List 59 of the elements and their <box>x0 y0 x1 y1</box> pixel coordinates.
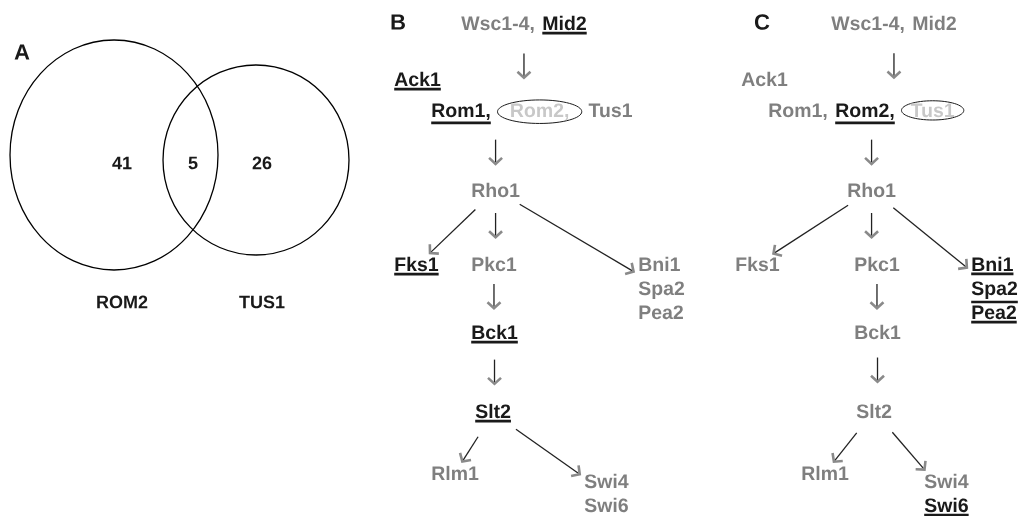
arrow <box>487 358 502 386</box>
gene-label: Fks1 <box>736 256 780 272</box>
gene-label: Slt2 <box>856 403 892 419</box>
gene-label: Rlm1 <box>802 465 849 480</box>
gene-label: Pkc1 <box>855 256 900 272</box>
gene-label: Spa2 <box>638 281 685 300</box>
arrow <box>519 203 636 276</box>
gene-label: Swi4 <box>924 473 969 489</box>
gene-label: Wsc1-4, <box>831 16 904 33</box>
arrow <box>516 52 532 80</box>
arrow <box>892 207 969 271</box>
panel-letter: B <box>391 14 405 30</box>
gene-label: Pkc1 <box>472 256 517 272</box>
arrow <box>772 204 849 258</box>
circled-gene-label: Tus1 <box>901 100 965 121</box>
gene-label: Swi6 <box>924 497 969 516</box>
arrow <box>488 139 503 166</box>
gene-label: Pea2 <box>639 305 683 320</box>
gene-label: Bck1 <box>471 324 518 344</box>
gene-label: Fks1 <box>394 256 439 276</box>
gene-label: Mid2 <box>542 15 587 35</box>
gene-label: Slt2 <box>475 403 511 423</box>
arrow <box>428 208 477 255</box>
gene-label: Pea2 <box>971 305 1017 324</box>
venn-count: 26 <box>252 156 272 170</box>
gene-label: Ack1 <box>741 71 788 87</box>
arrow <box>515 428 582 478</box>
arrow <box>886 52 902 80</box>
gene-label: Wsc1-4, <box>461 16 534 33</box>
gene-label: Mid2 <box>913 15 956 31</box>
panel-letter: A <box>14 44 30 60</box>
gene-label: Rom2, <box>835 103 895 125</box>
arrow <box>864 139 879 166</box>
arrow <box>870 356 885 384</box>
arrow <box>891 431 927 471</box>
panel-letter: C <box>754 14 770 30</box>
arrow <box>869 283 885 311</box>
gene-label: Rho1 <box>472 182 520 198</box>
gene-label: Rho1 <box>848 182 896 198</box>
set-name: ROM2 <box>97 295 148 309</box>
arrow <box>831 432 858 464</box>
gene-label: Rom1, <box>431 103 491 125</box>
arrow <box>486 283 502 311</box>
gene-label: Tus1 <box>588 103 632 118</box>
gene-label: Swi6 <box>584 497 628 513</box>
gene-label: Bni1 <box>639 256 680 271</box>
gene-label: Ack1 <box>394 71 441 91</box>
arrow <box>458 436 479 463</box>
gene-label: Bni1 <box>971 256 1014 276</box>
gene-label: Rom1, <box>769 103 827 120</box>
arrow <box>864 212 879 240</box>
arrow <box>488 212 503 240</box>
venn-count: 5 <box>188 156 198 170</box>
gene-label: Bck1 <box>855 324 901 340</box>
gene-label: Swi4 <box>584 473 629 489</box>
gene-label: Rlm1 <box>432 465 479 480</box>
set-name: TUS1 <box>239 295 285 309</box>
venn-count: 41 <box>112 156 132 170</box>
gene-label: Spa2 <box>971 281 1018 304</box>
